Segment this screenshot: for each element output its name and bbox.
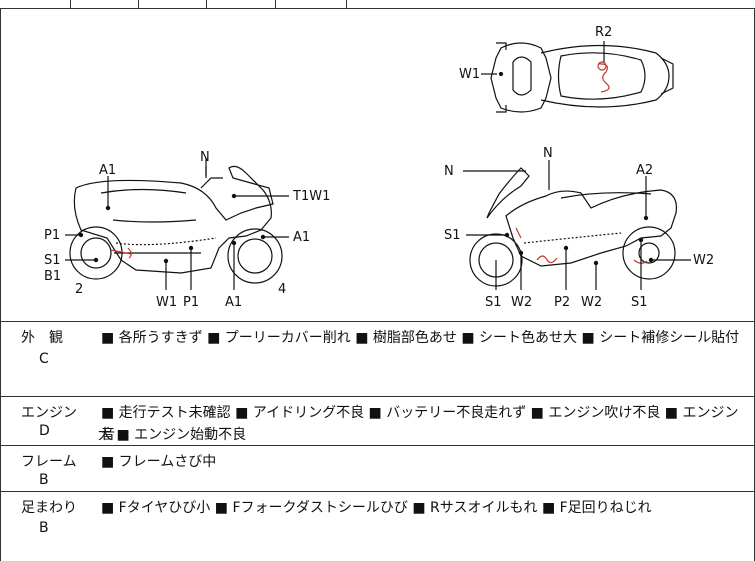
header-row-remnant <box>0 0 755 9</box>
left-label-a1-top: A1 <box>99 163 116 178</box>
right-label-w2-right: W2 <box>693 253 714 268</box>
left-label-n: N <box>200 150 210 165</box>
condition-row-frame: フレーム B ■ フレームさび中 <box>0 446 755 492</box>
left-leader-lines <box>65 166 289 290</box>
condition-category: 外 観 <box>21 330 63 346</box>
condition-items: ■ 走行テスト未確認 ■ アイドリング不良 ■ バッテリー不良走れず ■ エンジ… <box>98 402 751 446</box>
header-cell-divider <box>346 0 347 8</box>
header-cell-divider <box>275 0 276 8</box>
left-label-4: 4 <box>278 282 286 297</box>
right-leader-lines <box>463 160 691 290</box>
right-label-w2-bottom2: W2 <box>581 295 602 310</box>
condition-items-line1: ■ 各所うすきず ■ プーリーカバー削れ ■ 樹脂部色あせ ■ シート色あせ大 … <box>101 330 740 346</box>
condition-items-line1: ■ 走行テスト未確認 ■ アイドリング不良 ■ バッテリー不良走れず ■ エンジ… <box>101 405 739 443</box>
right-label-w2-bottom: W2 <box>511 295 532 310</box>
left-label-2: 2 <box>75 282 83 297</box>
condition-items-line2: 大 ■ エンジン始動不良 <box>98 427 247 443</box>
right-label-s1-left: S1 <box>444 228 461 243</box>
condition-grade: B <box>39 520 49 536</box>
right-label-s1-bottom2: S1 <box>631 295 648 310</box>
top-view-label-w1: W1 <box>459 67 480 82</box>
condition-row-suspension: 足まわり B ■ Fタイヤひび小 ■ Fフォークダストシールひび ■ Rサスオイ… <box>0 492 755 561</box>
condition-row-engine: エンジン D ■ 走行テスト未確認 ■ アイドリング不良 ■ バッテリー不良走れ… <box>0 397 755 446</box>
left-label-a1-right: A1 <box>293 230 310 245</box>
left-label-t1w1: T1W1 <box>292 189 330 204</box>
condition-grade: C <box>39 351 49 367</box>
right-label-n-top: N <box>543 146 553 161</box>
damage-diagram: W1 R2 N A1 T1W1 P1 A1 S1 B1 2 W1 P1 A1 4… <box>0 8 755 322</box>
left-label-b1: B1 <box>44 269 61 284</box>
condition-items: ■ Fタイヤひび小 ■ Fフォークダストシールひび ■ Rサスオイルもれ ■ F… <box>101 497 751 519</box>
condition-category: エンジン <box>21 405 77 421</box>
left-label-s1: S1 <box>44 253 61 268</box>
header-cell-divider <box>138 0 139 8</box>
right-label-a2: A2 <box>636 163 653 178</box>
condition-items-line1: ■ フレームさび中 <box>101 454 217 470</box>
condition-grade: B <box>39 472 49 488</box>
right-label-n-left: N <box>444 164 454 179</box>
condition-items-line1: ■ Fタイヤひび小 ■ Fフォークダストシールひび ■ Rサスオイルもれ ■ F… <box>101 500 652 516</box>
right-label-p2: P2 <box>554 295 570 310</box>
condition-category: 足まわり <box>21 500 77 516</box>
condition-grade: D <box>39 423 50 439</box>
left-label-p1-bottom: P1 <box>183 295 199 310</box>
right-label-s1-bottom: S1 <box>485 295 502 310</box>
scooter-diagram-svg: W1 R2 N A1 T1W1 P1 A1 S1 B1 2 W1 P1 A1 4… <box>44 25 714 310</box>
condition-category: フレーム <box>21 454 77 470</box>
condition-items: ■ フレームさび中 <box>101 451 751 473</box>
left-label-w1: W1 <box>156 295 177 310</box>
condition-row-exterior: 外 観 C ■ 各所うすきず ■ プーリーカバー削れ ■ 樹脂部色あせ ■ シー… <box>0 322 755 397</box>
top-view-label-r2: R2 <box>595 25 612 40</box>
header-cell-divider <box>70 0 71 8</box>
scooter-top-view <box>481 41 674 113</box>
left-label-a1-bottom: A1 <box>225 295 242 310</box>
header-cell-divider <box>206 0 207 8</box>
condition-items: ■ 各所うすきず ■ プーリーカバー削れ ■ 樹脂部色あせ ■ シート色あせ大 … <box>101 327 751 349</box>
left-label-p1: P1 <box>44 228 60 243</box>
